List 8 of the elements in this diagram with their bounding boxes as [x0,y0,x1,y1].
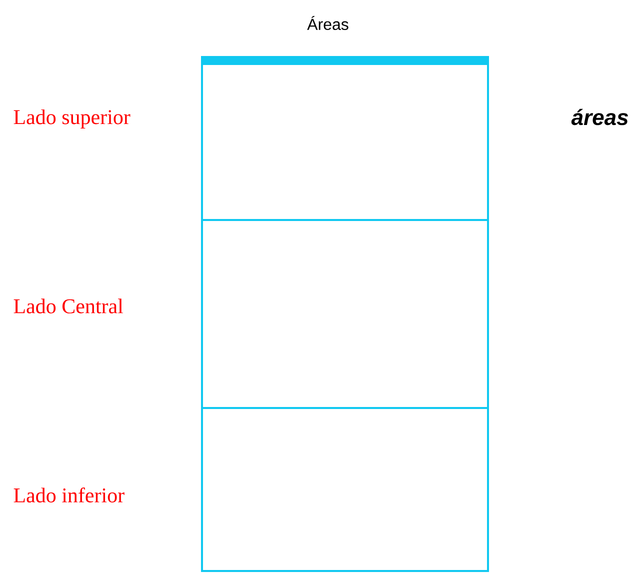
area-box [201,56,489,221]
side-label: Lado Central [14,298,123,314]
area-box [201,219,489,409]
title: Áreas [307,16,348,30]
side-label: Lado superior [14,109,130,129]
label: áreas [571,108,628,126]
area-box [201,407,489,572]
side-label: Lado inferior [14,488,124,502]
